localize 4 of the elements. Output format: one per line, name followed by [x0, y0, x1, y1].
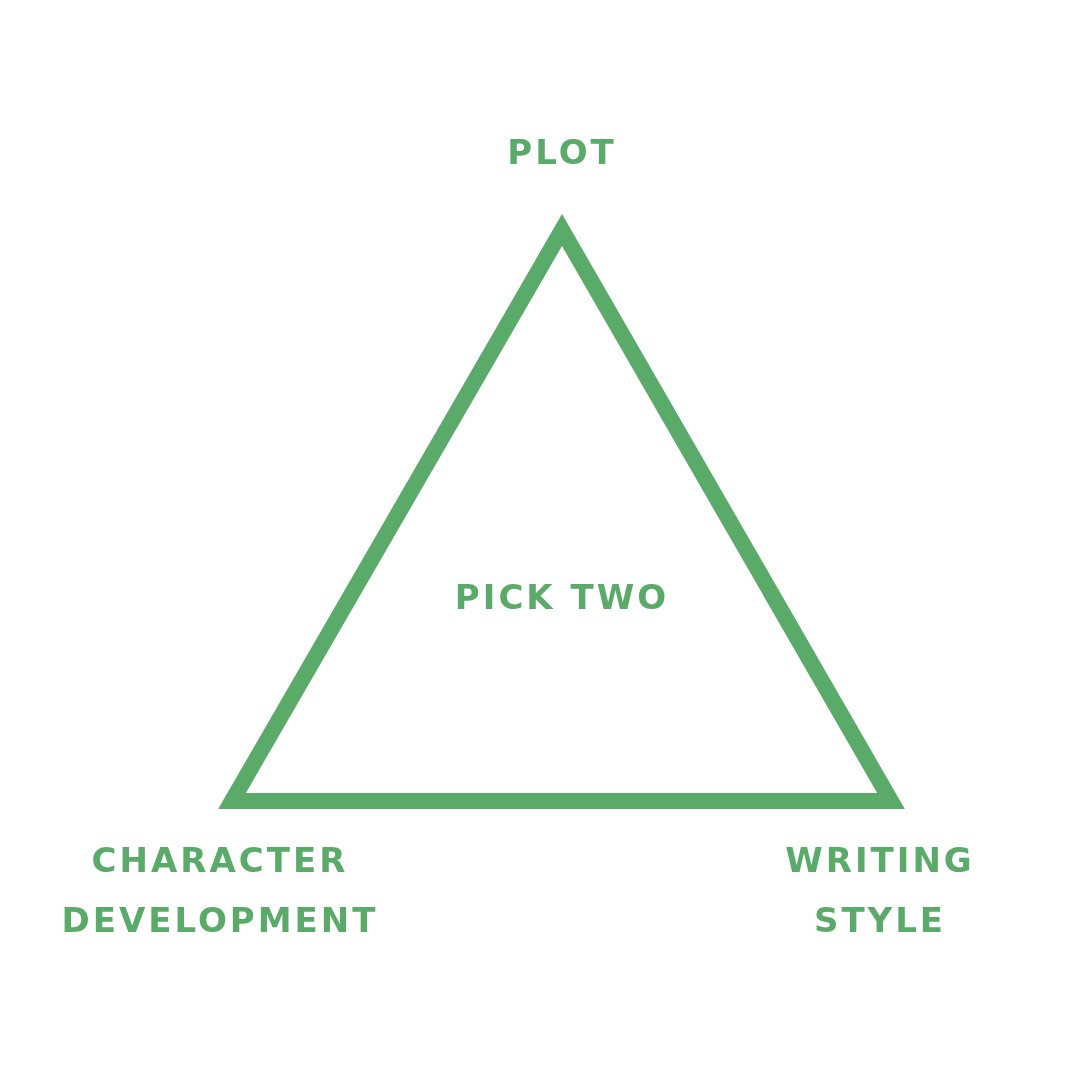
vertex-label: WRITING STYLE	[784, 839, 976, 942]
vertex-label: PLOT	[506, 131, 618, 174]
vertex-label: CHARACTER DEVELOPMENT	[60, 839, 380, 942]
center-label: PICK TWO	[454, 577, 670, 617]
